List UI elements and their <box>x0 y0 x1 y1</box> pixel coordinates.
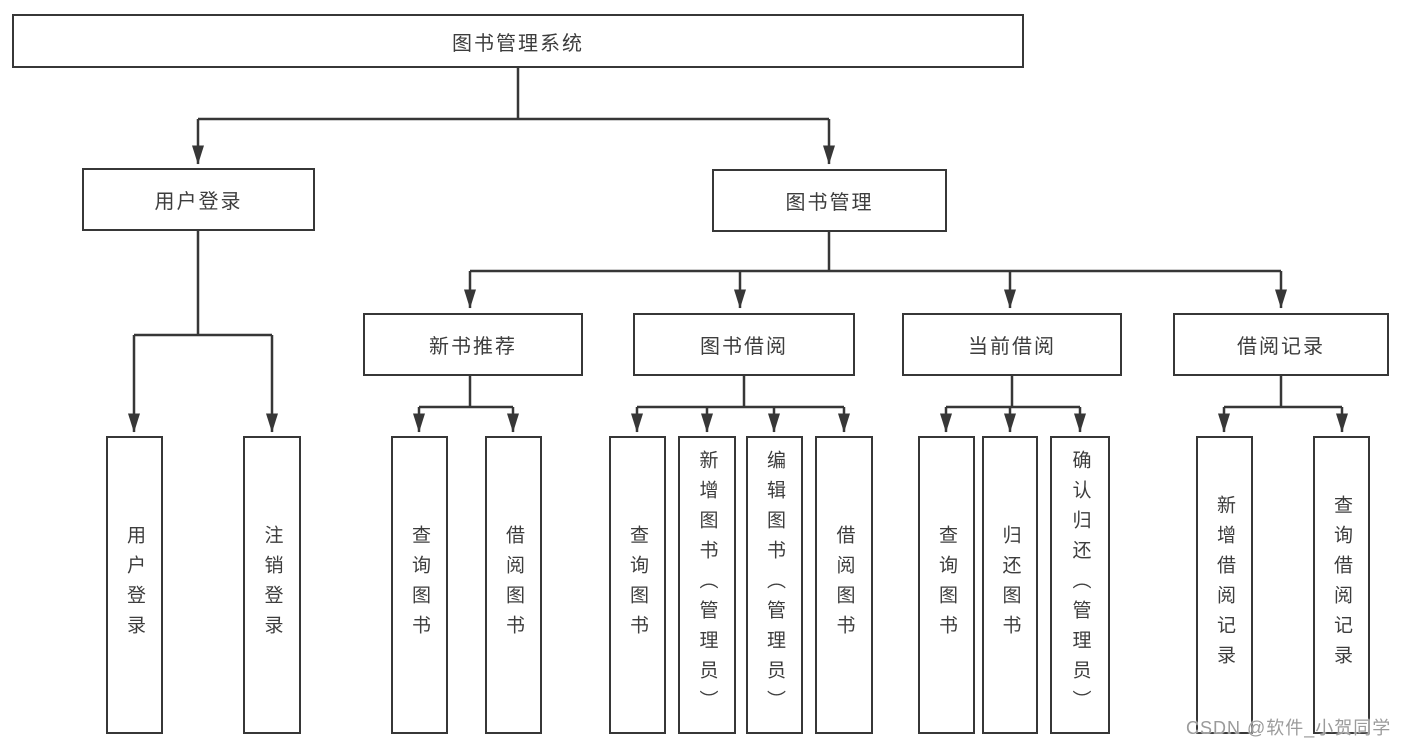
leaf-user-login: 用户登录 <box>106 436 163 734</box>
leaf-query-books-current: 查询图书 <box>918 436 975 734</box>
leaf-return-books: 归还图书 <box>982 436 1038 734</box>
leaf-borrow-books-recommend: 借阅图书 <box>485 436 542 734</box>
node-borrow-records: 借阅记录 <box>1173 313 1389 376</box>
node-book-borrow: 图书借阅 <box>633 313 855 376</box>
leaf-query-borrow-record: 查询借阅记录 <box>1313 436 1370 734</box>
node-book-management: 图书管理 <box>712 169 947 232</box>
leaf-query-books-borrow: 查询图书 <box>609 436 666 734</box>
csdn-watermark: CSDN @软件_小贺同学 <box>1186 718 1392 738</box>
node-current-borrow: 当前借阅 <box>902 313 1122 376</box>
connector-user-login-children <box>128 231 278 433</box>
connector-new-book-children <box>413 376 519 433</box>
leaf-query-books-recommend: 查询图书 <box>391 436 448 734</box>
connector-current-borrow-children <box>940 376 1086 433</box>
node-library-management-system: 图书管理系统 <box>12 14 1024 68</box>
connector-borrow-records-children <box>1218 376 1348 433</box>
connector-book-management-children <box>464 232 1287 309</box>
node-user-login: 用户登录 <box>82 168 315 231</box>
leaf-add-books-admin: 新增图书（管理员） <box>678 436 736 734</box>
leaf-logout: 注销登录 <box>243 436 301 734</box>
node-new-book-recommend: 新书推荐 <box>363 313 583 376</box>
connector-book-borrow-children <box>631 376 850 433</box>
leaf-borrow-books: 借阅图书 <box>815 436 873 734</box>
leaf-edit-books-admin: 编辑图书（管理员） <box>746 436 803 734</box>
leaf-confirm-return-admin: 确认归还（管理员） <box>1050 436 1110 734</box>
leaf-add-borrow-record: 新增借阅记录 <box>1196 436 1253 734</box>
connector-root-to-level2 <box>192 68 835 165</box>
